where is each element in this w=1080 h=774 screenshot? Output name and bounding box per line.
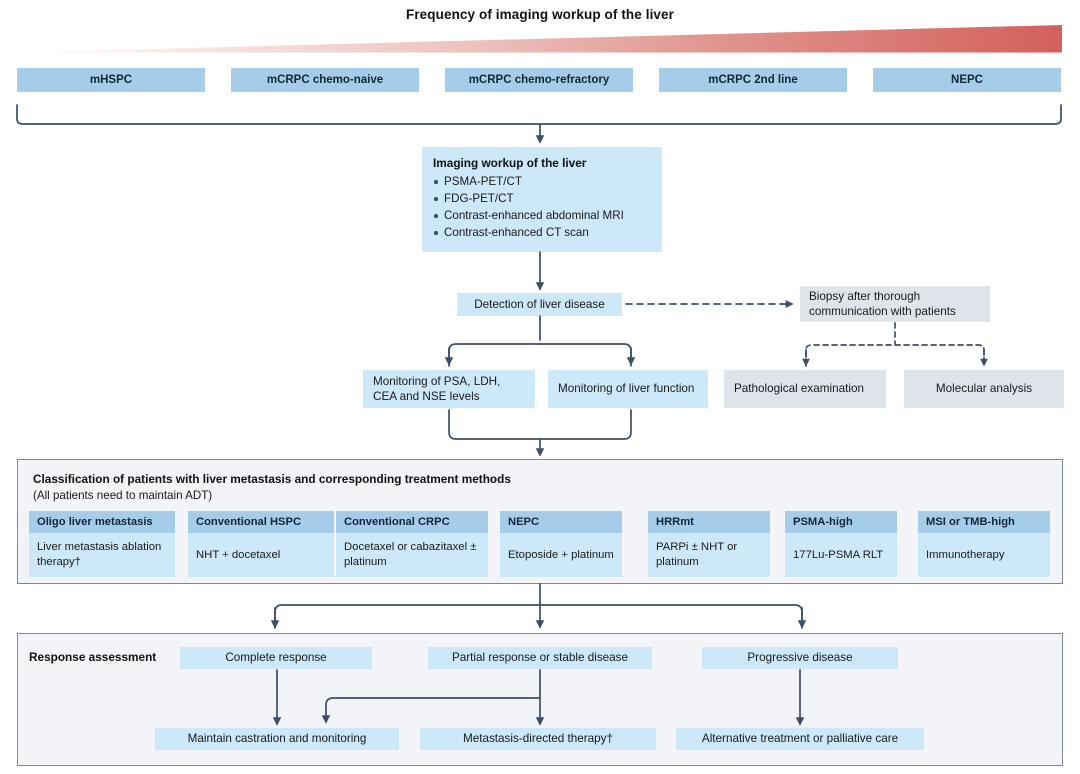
disease-state-label: mCRPC 2nd line (708, 73, 798, 86)
treatment-label: Docetaxel or cabazitaxel ± platinum (344, 541, 477, 568)
response-outcome-label: Complete response (225, 651, 327, 665)
monitoring-label: Monitoring of liver function (558, 382, 695, 396)
response-outcome-complete-response[interactable]: Complete response (180, 647, 372, 669)
treatment-header-label: PSMA-high (793, 516, 853, 528)
classification-title: Classification of patients with liver me… (33, 472, 511, 486)
response-outcome-label: Partial response or stable disease (451, 651, 629, 665)
workup-item: Contrast-enhanced CT scan (433, 224, 651, 241)
treatment-body-msi-tmb-high[interactable]: Immunotherapy (918, 533, 1050, 577)
treatment-header-label: HRRmt (656, 516, 694, 528)
treatment-header-label: Conventional CRPC (344, 516, 450, 528)
response-outcome-label: Progressive disease (747, 651, 853, 665)
treatment-body-psma-high[interactable]: 177Lu-PSMA RLT (785, 533, 897, 577)
treatment-label: PARPi ± NHT or platinum (656, 541, 738, 568)
response-action-label: Metastasis-directed therapy† (462, 732, 614, 746)
treatment-label: Liver metastasis ablation therapy† (37, 541, 162, 568)
response-outcome-progressive-disease[interactable]: Progressive disease (702, 647, 898, 669)
treatment-body-nepc[interactable]: Etoposide + platinum (500, 533, 622, 577)
disease-state-label: mCRPC chemo-refractory (468, 73, 610, 86)
response-outcome-partial-or-stable[interactable]: Partial response or stable disease (428, 647, 652, 669)
response-action-maintain-castration[interactable]: Maintain castration and monitoring (155, 728, 399, 750)
molecular-label: Molecular analysis (935, 382, 1033, 396)
frequency-gradient-wedge (17, 25, 1062, 53)
pathological-examination-box[interactable]: Pathological examination (724, 370, 886, 408)
response-assessment-title: Response assessment (29, 650, 157, 664)
treatment-header-conventional-hspc[interactable]: Conventional HSPC (188, 511, 334, 533)
treatment-header-label: NEPC (508, 516, 540, 528)
biopsy-box[interactable]: Biopsy after thorough communication with… (800, 286, 990, 322)
response-action-label: Maintain castration and monitoring (187, 732, 367, 746)
imaging-workup-list: PSMA-PET/CT FDG-PET/CT Contrast-enhanced… (433, 173, 651, 241)
figure-title: Frequency of imaging workup of the liver (405, 7, 675, 22)
molecular-analysis-box[interactable]: Molecular analysis (904, 370, 1064, 408)
treatment-body-hrrmt[interactable]: PARPi ± NHT or platinum (648, 533, 770, 577)
treatment-label: Immunotherapy (926, 548, 1005, 561)
treatment-header-hrrmt[interactable]: HRRmt (648, 511, 770, 533)
treatment-label: NHT + docetaxel (196, 548, 281, 561)
disease-state-box-mhspc[interactable]: mHSPC (17, 68, 205, 92)
workup-item: FDG-PET/CT (433, 190, 651, 207)
treatment-body-oligo-liver-metastasis[interactable]: Liver metastasis ablation therapy† (29, 533, 175, 577)
classification-subtitle: (All patients need to maintain ADT) (33, 489, 213, 502)
monitoring-label: Monitoring of PSA, LDH, CEA and NSE leve… (373, 374, 501, 403)
treatment-body-conventional-hspc[interactable]: NHT + docetaxel (188, 533, 334, 577)
treatment-header-label: Oligo liver metastasis (37, 516, 153, 528)
treatment-header-conventional-crpc[interactable]: Conventional CRPC (336, 511, 488, 533)
workup-item: PSMA-PET/CT (433, 173, 651, 190)
disease-state-box-mcrpc-2nd-line[interactable]: mCRPC 2nd line (659, 68, 847, 92)
treatment-body-conventional-crpc[interactable]: Docetaxel or cabazitaxel ± platinum (336, 533, 488, 577)
response-action-metastasis-directed-therapy[interactable]: Metastasis-directed therapy† (420, 728, 656, 750)
treatment-header-psma-high[interactable]: PSMA-high (785, 511, 897, 533)
disease-state-label: mHSPC (89, 73, 133, 86)
treatment-header-oligo-liver-metastasis[interactable]: Oligo liver metastasis (29, 511, 175, 533)
response-action-alternative-or-palliative[interactable]: Alternative treatment or palliative care (676, 728, 924, 750)
biopsy-label: Biopsy after thorough communication with… (809, 289, 956, 318)
imaging-workup-panel[interactable]: Imaging workup of the liver PSMA-PET/CT … (422, 147, 662, 252)
response-action-label: Alternative treatment or palliative care (701, 732, 899, 746)
disease-state-label: mCRPC chemo-naive (266, 73, 384, 86)
pathology-label: Pathological examination (734, 382, 864, 396)
imaging-workup-title: Imaging workup of the liver (433, 156, 587, 170)
monitoring-markers-box[interactable]: Monitoring of PSA, LDH, CEA and NSE leve… (363, 370, 535, 408)
treatment-header-msi-tmb-high[interactable]: MSI or TMB-high (918, 511, 1050, 533)
disease-state-label: NEPC (951, 73, 983, 86)
detection-label: Detection of liver disease (474, 297, 605, 311)
disease-state-box-mcrpc-chemo-refractory[interactable]: mCRPC chemo-refractory (445, 68, 633, 92)
disease-state-box-nepc[interactable]: NEPC (873, 68, 1061, 92)
workup-item: Contrast-enhanced abdominal MRI (433, 207, 651, 224)
treatment-header-label: MSI or TMB-high (926, 516, 1015, 528)
detection-of-liver-disease-box[interactable]: Detection of liver disease (457, 293, 622, 316)
disease-state-box-mcrpc-chemo-naive[interactable]: mCRPC chemo-naive (231, 68, 419, 92)
treatment-label: 177Lu-PSMA RLT (793, 548, 884, 561)
treatment-header-label: Conventional HSPC (196, 516, 302, 528)
monitoring-liver-function-box[interactable]: Monitoring of liver function (548, 370, 708, 408)
treatment-label: Etoposide + platinum (508, 548, 614, 561)
treatment-header-nepc[interactable]: NEPC (500, 511, 622, 533)
